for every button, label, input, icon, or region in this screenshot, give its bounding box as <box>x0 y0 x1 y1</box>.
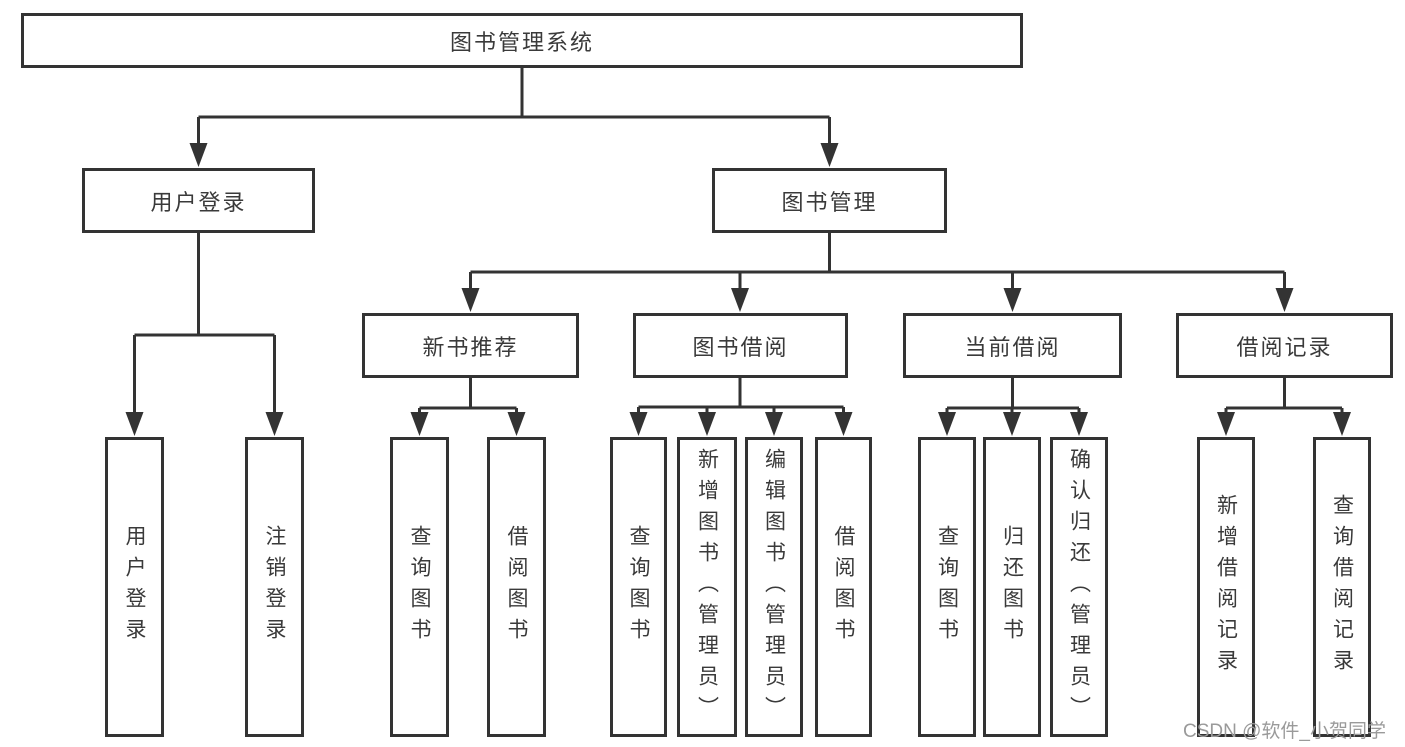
node-user-login-label: 用户登录 <box>150 189 247 215</box>
node-book-management-label: 图书管理 <box>781 189 878 215</box>
node-book-management: 图书管理 <box>712 168 947 233</box>
leaf-cb-confirm-return-admin-label: 确认归还（管理员） <box>1067 447 1091 727</box>
leaf-user-login-label: 用户登录 <box>123 525 146 649</box>
leaf-cb-return-books: 归还图书 <box>983 437 1041 737</box>
node-new-book-recommend: 新书推荐 <box>362 313 579 378</box>
leaf-bb-edit-books-admin-label: 编辑图书（管理员） <box>762 447 786 727</box>
leaf-bb-borrow-books: 借阅图书 <box>815 437 872 737</box>
leaf-cb-query-books: 查询图书 <box>918 437 976 737</box>
leaf-bb-edit-books-admin: 编辑图书（管理员） <box>745 437 803 737</box>
leaf-bb-add-books-admin-label: 新增图书（管理员） <box>695 447 719 727</box>
leaf-cb-return-books-label: 归还图书 <box>1000 525 1024 649</box>
node-current-borrow: 当前借阅 <box>903 313 1122 378</box>
leaf-nb-borrow-books-label: 借阅图书 <box>505 525 528 649</box>
leaf-logout: 注销登录 <box>245 437 304 737</box>
leaf-cb-confirm-return-admin: 确认归还（管理员） <box>1050 437 1108 737</box>
node-user-login: 用户登录 <box>82 168 315 233</box>
leaf-br-add-record-label: 新增借阅记录 <box>1214 494 1238 680</box>
node-library-system: 图书管理系统 <box>21 13 1023 68</box>
leaf-br-query-record: 查询借阅记录 <box>1313 437 1371 737</box>
leaf-user-login: 用户登录 <box>105 437 164 737</box>
leaf-br-add-record: 新增借阅记录 <box>1197 437 1255 737</box>
node-new-book-recommend-label: 新书推荐 <box>422 334 519 360</box>
leaf-logout-label: 注销登录 <box>263 525 286 649</box>
node-borrow-records-label: 借阅记录 <box>1236 334 1333 360</box>
watermark: CSDN @软件_小贺同学 <box>1183 721 1386 742</box>
node-book-borrow-label: 图书借阅 <box>692 334 789 360</box>
node-library-system-label: 图书管理系统 <box>449 29 594 55</box>
node-current-borrow-label: 当前借阅 <box>964 334 1061 360</box>
leaf-bb-add-books-admin: 新增图书（管理员） <box>677 437 737 737</box>
leaf-nb-query-books: 查询图书 <box>390 437 449 737</box>
leaf-nb-query-books-label: 查询图书 <box>408 525 431 649</box>
leaf-bb-query-books-label: 查询图书 <box>627 525 650 649</box>
node-book-borrow: 图书借阅 <box>633 313 848 378</box>
node-borrow-records: 借阅记录 <box>1176 313 1393 378</box>
leaf-br-query-record-label: 查询借阅记录 <box>1330 494 1354 680</box>
leaf-cb-query-books-label: 查询图书 <box>935 525 959 649</box>
leaf-bb-query-books: 查询图书 <box>610 437 667 737</box>
leaf-bb-borrow-books-label: 借阅图书 <box>832 525 855 649</box>
leaf-nb-borrow-books: 借阅图书 <box>487 437 546 737</box>
